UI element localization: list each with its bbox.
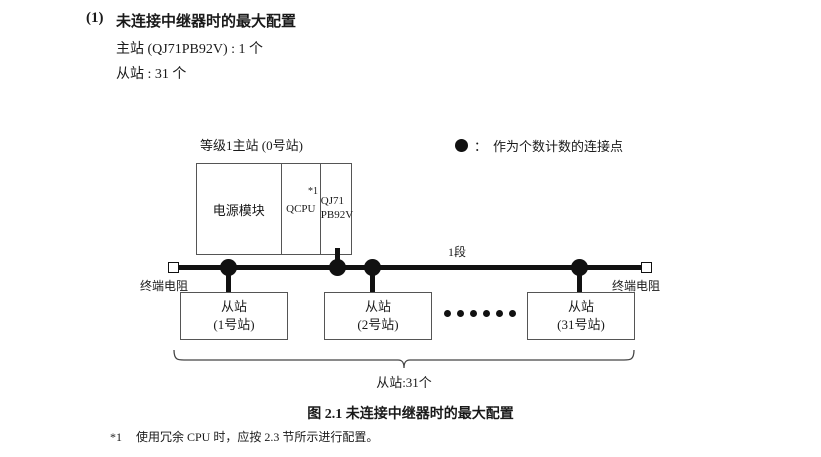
slave-1-drop-line — [226, 266, 231, 293]
slave-station-title: 从站 — [567, 299, 594, 315]
filled-circle-icon — [455, 139, 468, 152]
master-station-caption: 等级1主站 (0号站) — [200, 138, 303, 153]
slave-31-drop-line — [577, 266, 582, 293]
ellipsis-dots — [444, 310, 516, 317]
slave-2-drop-line — [370, 266, 375, 293]
segment-label: 1段 — [448, 245, 467, 259]
slave-station-box: 从站 (31号站) — [527, 292, 635, 340]
ellipsis-dot — [483, 310, 490, 317]
figure-caption: 图 2.1 未连接中继器时的最大配置 — [307, 407, 514, 422]
footnote: *1 使用冗余 CPU 时，应按 2.3 节所示进行配置。 — [110, 428, 378, 445]
power-module-label: 电源模块 — [212, 202, 265, 218]
legend-separator: ： — [474, 139, 488, 154]
spec-master-line: 主站 (QJ71PB92V) : 1 个 — [116, 42, 264, 57]
terminating-resistor-label-right: 终端电阻 — [612, 279, 661, 293]
legend-label: 作为个数计数的连接点 — [493, 139, 624, 154]
power-module-cell: 电源模块 — [197, 164, 282, 254]
master-station-box: 电源模块 QCPU *1 QJ71 PB92V — [196, 163, 354, 255]
slave-station-title: 从站 — [220, 299, 247, 315]
network-module-label-line2: PB92V — [320, 209, 354, 221]
slave-station-title: 从站 — [364, 299, 391, 315]
qcpu-cell: QCPU *1 — [282, 164, 321, 254]
ellipsis-dot — [470, 310, 477, 317]
slave-count-brace — [173, 349, 635, 369]
qcpu-label: QCPU — [286, 203, 316, 215]
ellipsis-dot — [444, 310, 451, 317]
slave-station-subtitle: (31号站) — [557, 317, 605, 332]
bus-trunk-line — [176, 265, 644, 270]
ellipsis-dot — [509, 310, 516, 317]
footnote-marker: *1 — [308, 186, 318, 197]
spec-slave-line: 从站 : 31 个 — [116, 67, 187, 82]
heading-number: (1) — [86, 10, 104, 26]
connection-node-icon-master — [329, 259, 346, 276]
footnote-mark: *1 — [110, 430, 122, 444]
terminating-resistor-icon-left — [168, 262, 179, 273]
network-module-cell: QJ71 PB92V — [320, 164, 354, 254]
ellipsis-dot — [457, 310, 464, 317]
page-title: 未连接中继器时的最大配置 — [116, 14, 297, 30]
footnote-text: 使用冗余 CPU 时，应按 2.3 节所示进行配置。 — [136, 430, 379, 444]
terminating-resistor-label-left: 终端电阻 — [140, 279, 189, 293]
legend: ： 作为个数计数的连接点 — [455, 136, 623, 155]
slave-station-subtitle: (2号站) — [357, 317, 399, 332]
slave-count-label: 从站:31个 — [376, 375, 432, 390]
network-module-label-line1: QJ71 — [320, 195, 345, 208]
slave-station-box: 从站 (1号站) — [180, 292, 288, 340]
slave-station-box: 从站 (2号站) — [324, 292, 432, 340]
ellipsis-dot — [496, 310, 503, 317]
slave-station-subtitle: (1号站) — [213, 317, 255, 332]
terminating-resistor-icon-right — [641, 262, 652, 273]
